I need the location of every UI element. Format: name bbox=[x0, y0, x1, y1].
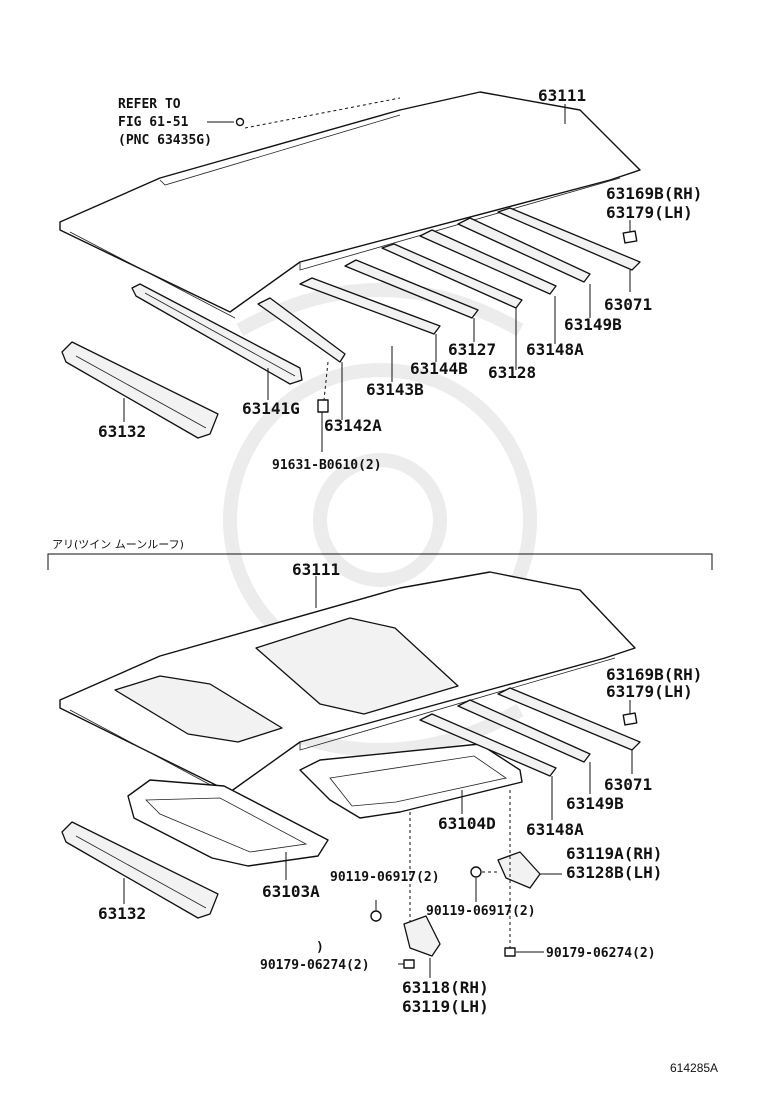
tick-mark: ) bbox=[316, 940, 324, 955]
label-90179-06274-b: 90179-06274(2) bbox=[546, 946, 656, 961]
label-63142a-upper: 63142A bbox=[324, 416, 382, 435]
upper-diagram bbox=[59, 91, 641, 452]
label-63169b-lower: 63169B(RH) bbox=[606, 665, 702, 684]
label-63148a-lower: 63148A bbox=[526, 820, 584, 839]
label-63111-upper: 63111 bbox=[538, 86, 586, 105]
label-63128-upper: 63128 bbox=[488, 363, 536, 382]
label-63111-lower: 63111 bbox=[292, 560, 340, 579]
label-63071-upper: 63071 bbox=[604, 295, 652, 314]
front-header-63132-lower bbox=[61, 821, 219, 919]
label-63141g-upper: 63141G bbox=[242, 399, 300, 418]
label-63169b-upper: 63169B(RH) bbox=[606, 184, 702, 203]
roof-bows-lower bbox=[419, 687, 641, 777]
section-bracket bbox=[47, 553, 713, 570]
label-63143b-upper: 63143B bbox=[366, 380, 424, 399]
label-91631-b0610: 91631-B0610(2) bbox=[272, 458, 382, 473]
bracket-63118 bbox=[403, 915, 441, 957]
bracket-63119a bbox=[497, 851, 541, 889]
label-63119a: 63119A(RH) bbox=[566, 844, 662, 863]
label-63119: 63119(LH) bbox=[402, 997, 489, 1016]
label-90119-06917-a: 90119-06917(2) bbox=[330, 870, 440, 885]
label-63128b: 63128B(LH) bbox=[566, 863, 662, 882]
label-90179-06274-a: 90179-06274(2) bbox=[260, 958, 370, 973]
refer-line-1: REFER TO bbox=[118, 97, 181, 112]
label-63103a: 63103A bbox=[262, 882, 320, 901]
label-63179-lower: 63179(LH) bbox=[606, 682, 693, 701]
label-63127-upper: 63127 bbox=[448, 340, 496, 359]
front-header-63132-upper bbox=[61, 341, 219, 439]
refer-line-2: FIG 61-51 bbox=[118, 115, 189, 130]
roof-bows-upper bbox=[257, 207, 641, 363]
label-63148a-upper: 63148A bbox=[526, 340, 584, 359]
label-63149b-lower: 63149B bbox=[566, 794, 624, 813]
refer-line-3: (PNC 63435G) bbox=[118, 133, 212, 148]
label-63071-lower: 63071 bbox=[604, 775, 652, 794]
label-63118: 63118(RH) bbox=[402, 978, 489, 997]
frame-63103a bbox=[127, 779, 329, 867]
label-63149b-upper: 63149B bbox=[564, 315, 622, 334]
lower-diagram bbox=[59, 571, 641, 978]
label-63179-upper: 63179(LH) bbox=[606, 203, 693, 222]
figure-code: 614285A bbox=[670, 1061, 718, 1075]
label-63104d: 63104D bbox=[438, 814, 496, 833]
frame-63104d bbox=[299, 743, 523, 819]
section-title: アリ(ツイン ムーンルーフ) bbox=[52, 538, 184, 551]
label-63132-upper: 63132 bbox=[98, 422, 146, 441]
label-63144b-upper: 63144B bbox=[410, 359, 468, 378]
sunroof-opening-rear bbox=[255, 617, 459, 715]
label-63132-lower: 63132 bbox=[98, 904, 146, 923]
roof-panel-63111-upper bbox=[59, 91, 641, 313]
label-90119-06917-b: 90119-06917(2) bbox=[426, 904, 536, 919]
sunroof-opening-front bbox=[114, 675, 283, 743]
